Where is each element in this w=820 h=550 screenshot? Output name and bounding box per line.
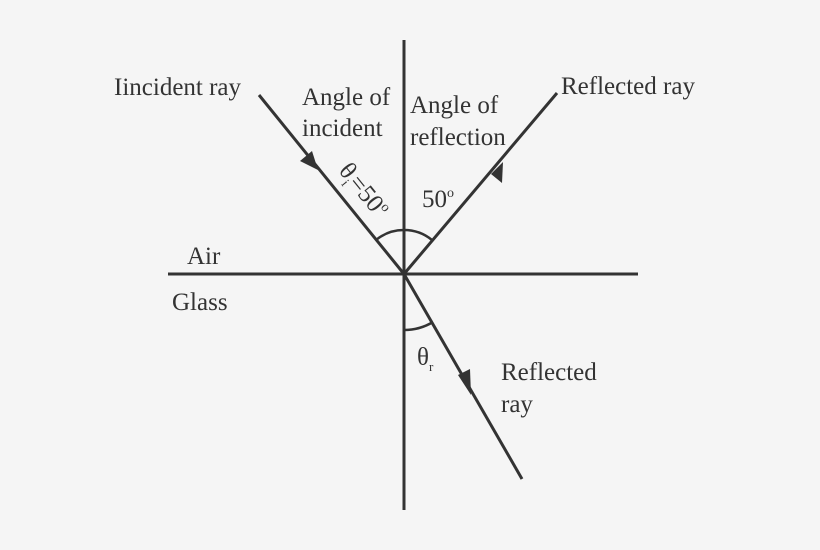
glass-label: Glass (172, 289, 228, 316)
reflected-ray-label: Reflected ray (561, 73, 695, 100)
refraction-angle-symbol: θr (417, 344, 434, 374)
reflection-angle-value: 50o (422, 186, 454, 213)
refracted-arrowhead (458, 369, 471, 395)
angle-of-reflection-label-line2: reflection (410, 124, 506, 151)
reflection-degree-mark: o (447, 186, 454, 201)
incident-ray (257, 94, 406, 275)
incident-ray-label: Iincident ray (114, 74, 242, 101)
refraction-theta-symbol: θ (417, 344, 429, 371)
reflection-angle-arc (403, 228, 433, 241)
incident-angle-value: θi=50o (331, 158, 393, 225)
refracted-ray-label-line1: Reflected (501, 359, 597, 386)
incident-angle-arc (375, 228, 405, 241)
angle-of-incident-label-line1: Angle of (302, 84, 391, 111)
reflection-angle-number: 50 (422, 186, 447, 213)
refraction-angle-arc (403, 320, 434, 332)
reflected-ray (402, 92, 559, 275)
refracted-ray-label-line2: ray (501, 391, 533, 418)
incident-arrowhead (300, 151, 318, 170)
refraction-theta-subscript: r (429, 359, 434, 374)
angle-of-reflection-label-line1: Angle of (410, 92, 499, 119)
angle-of-incident-label-line2: incident (302, 115, 383, 142)
reflected-arrowhead (491, 162, 503, 183)
air-label: Air (187, 243, 221, 270)
